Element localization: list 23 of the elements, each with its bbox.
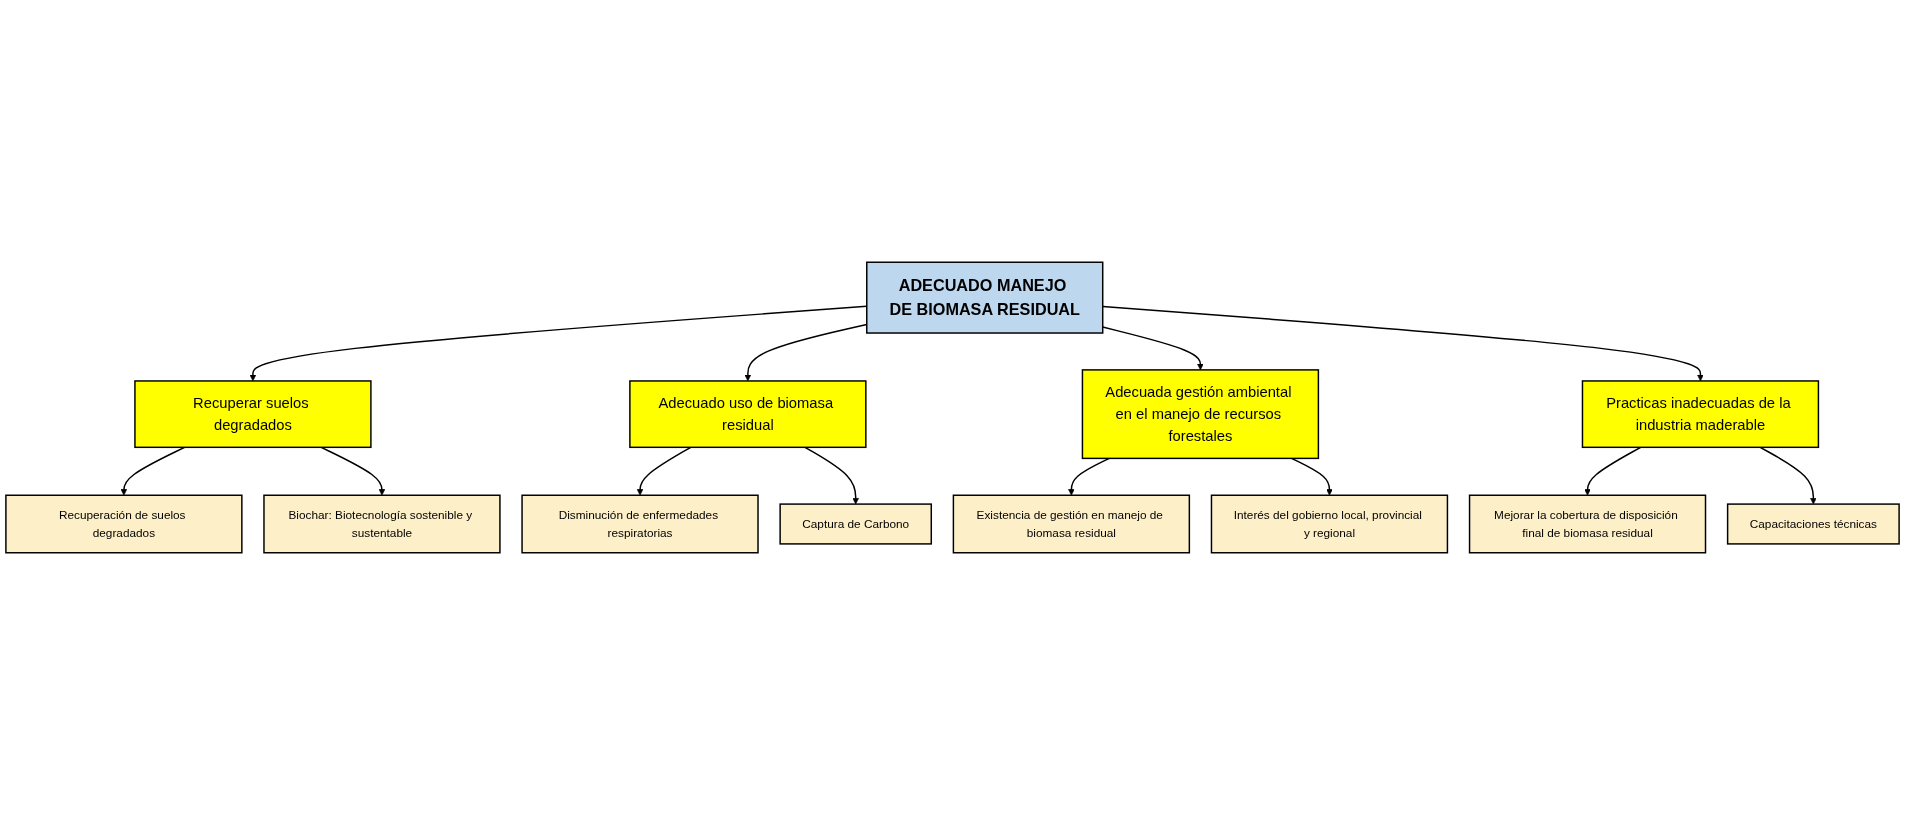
node-box: Practicas inadecuadas de la industria maderable: [1581, 380, 1820, 449]
arrow: [804, 446, 859, 505]
arrow: [1759, 446, 1817, 505]
arrow: [1068, 457, 1111, 496]
node-box: Adecuado uso de biomasa residual: [629, 380, 867, 449]
arrow: [1102, 305, 1704, 382]
node-box: ADECUADO MANEJO DE BIOMASA RESIDUAL: [866, 261, 1104, 334]
node-box: Disminución de enfermedades respiratorias: [521, 494, 759, 554]
node-box: Recuperar suelos degradados: [134, 380, 372, 449]
arrow: [1584, 446, 1642, 496]
node-box: Interés del gobierno local, provincial y regional: [1210, 494, 1449, 554]
node-box: Recuperación de suelos degradados: [5, 494, 243, 554]
arrow: [120, 446, 186, 496]
arrow: [1290, 457, 1333, 496]
node-box: Captura de Carbono: [779, 503, 932, 545]
node-box: Biochar: Biotecnología sostenible y sustentable: [263, 494, 501, 554]
arrow: [636, 446, 692, 496]
arrow: [320, 446, 386, 496]
node-box: Mejorar la cobertura de disposición final de biomasa residual: [1468, 494, 1707, 554]
node-box: Existencia de gestión en manejo de biomasa residual: [952, 494, 1191, 554]
arrow: [1102, 326, 1204, 371]
node-box: Capacitaciones técnicas: [1726, 503, 1900, 545]
node-box: Adecuada gestión ambiental en el manejo de recursos forestales: [1081, 369, 1320, 460]
